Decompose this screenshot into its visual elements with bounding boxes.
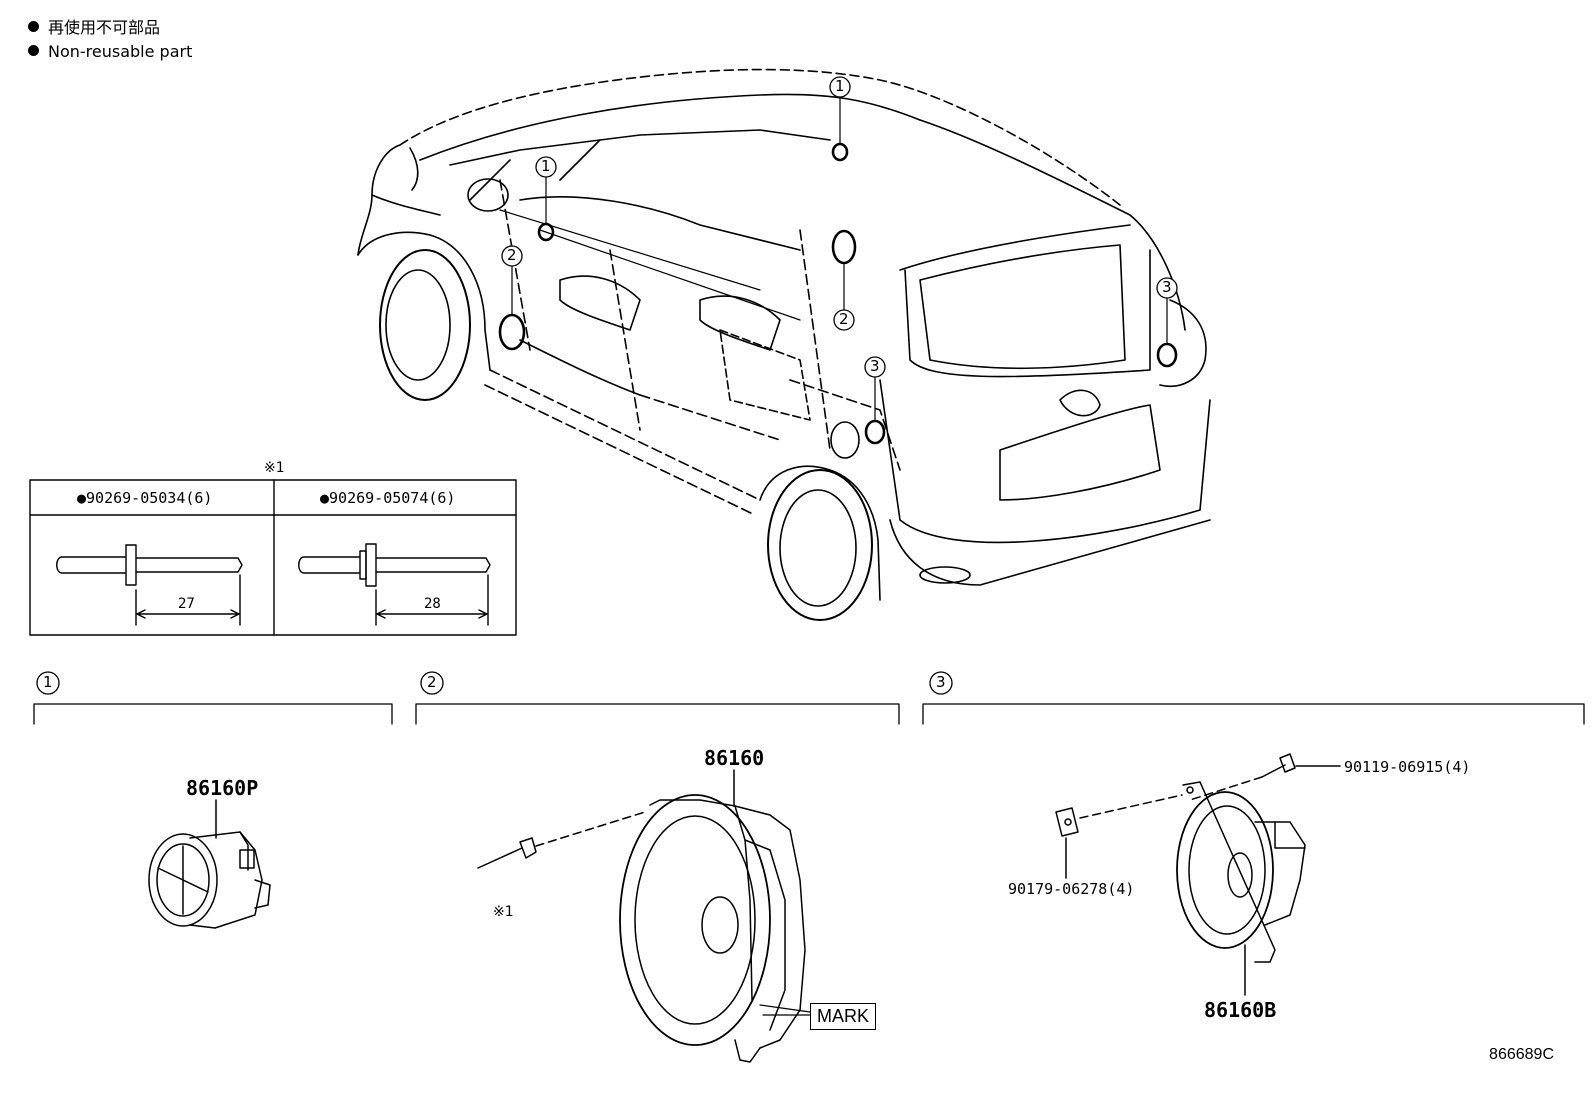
rivet-dimension-2: 28 (424, 596, 441, 612)
part-number-86160: 86160 (704, 746, 765, 770)
rivet-part-2: ●90269-05074(6) (320, 489, 456, 507)
callout-leaders (511, 96, 1168, 422)
group-2-number: 2 (427, 673, 437, 691)
rivet-dimension-1: 27 (178, 596, 195, 612)
rivet-table-ref-mark: ※1 (264, 460, 285, 476)
non-reusable-dot-icon (28, 45, 39, 56)
callout-2-front-door: 2 (507, 246, 517, 264)
legend-jp-text: 再使用不可部品 (48, 18, 161, 37)
callout-1-top: 1 (835, 77, 845, 95)
part-number-86160b: 86160B (1204, 998, 1277, 1022)
mark-label: MARK (810, 1003, 877, 1030)
legend-en-text: Non-reusable part (48, 42, 193, 61)
rivet-ref-mark: ※1 (493, 904, 514, 920)
diagram-code: 866689C (1489, 1046, 1554, 1063)
callout-2-rear-door: 2 (839, 310, 849, 328)
callout-3-back: 3 (1162, 278, 1172, 296)
legend-en: Non-reusable part (28, 42, 192, 62)
speaker-86160b (1055, 753, 1341, 996)
rivet-part-1: ●90269-05034(6) (77, 489, 213, 507)
callout-1-front: 1 (541, 157, 551, 175)
group-brackets (33, 703, 1585, 725)
group-3-number: 3 (936, 673, 946, 691)
legend-jp: 再使用不可部品 (28, 18, 160, 38)
part-number-86160p: 86160P (186, 776, 259, 800)
group-number-circles (36, 671, 953, 695)
callout-3-side: 3 (870, 357, 880, 375)
screw-part-number: 90119-06915(4) (1344, 758, 1471, 776)
clip-nut-part-number: 90179-06278(4) (1008, 880, 1135, 898)
group-1-number: 1 (43, 673, 53, 691)
tweeter-86160p (148, 799, 271, 929)
speaker-86160 (477, 769, 811, 1063)
vehicle-drawing (357, 68, 1211, 621)
non-reusable-dot-icon (28, 21, 39, 32)
speaker-locations (498, 142, 1178, 445)
rivet-table (29, 479, 517, 636)
callout-circles (501, 76, 1178, 378)
